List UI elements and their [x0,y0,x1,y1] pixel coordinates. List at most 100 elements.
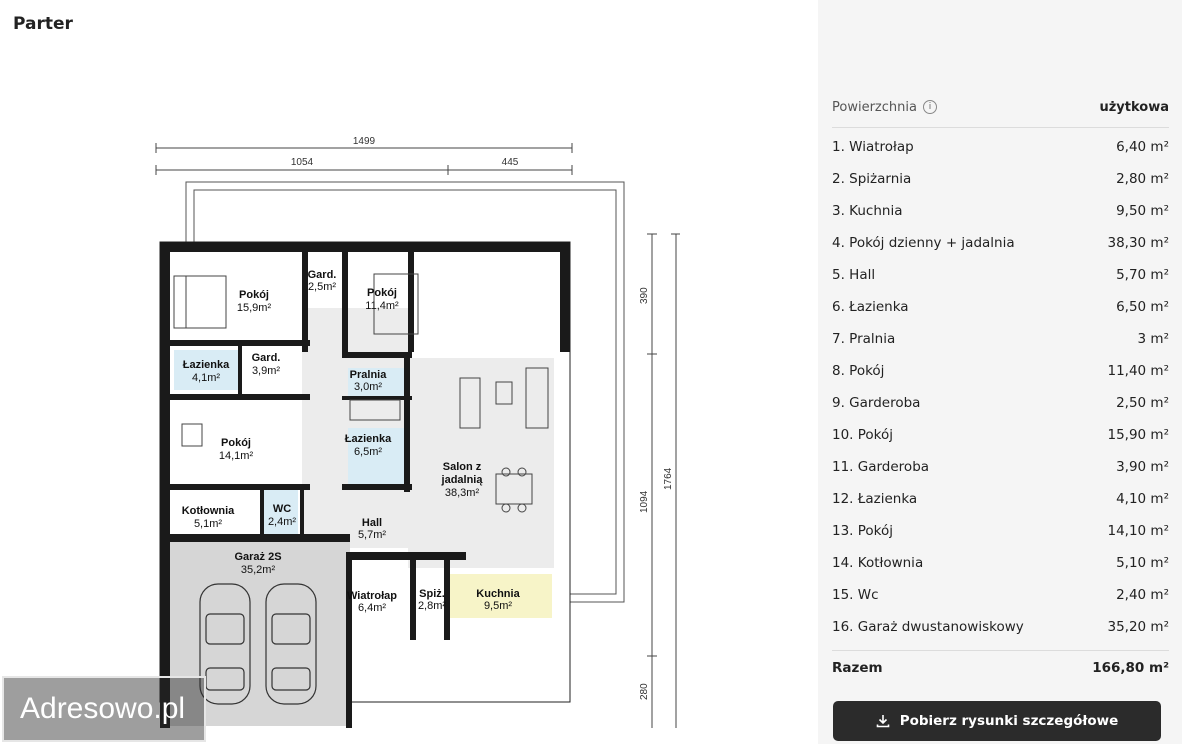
room-value: 4,10 m² [1116,491,1169,507]
dimension-lines [155,143,680,728]
header-column: użytkowa [1099,99,1169,115]
room-value: 14,10 m² [1107,523,1169,539]
room-area: 6,5m² [354,446,382,458]
room-name: 13. Pokój [832,523,894,539]
room-name: 7. Pralnia [832,331,896,347]
header-label: Powierzchnia [832,99,917,115]
room-area: 35,2m² [241,564,276,576]
room-value: 15,90 m² [1107,427,1169,443]
download-icon [876,715,889,728]
room-name: 6. Łazienka [832,299,909,315]
walls [160,242,570,728]
room-value: 9,50 m² [1116,203,1169,219]
list-item: 6. Łazienka 6,50 m² [832,291,1169,323]
room-area: 3,0m² [354,381,382,393]
list-item: 15. Wc 2,40 m² [832,579,1169,611]
room-area: 9,5m² [484,600,512,612]
room-name: 5. Hall [832,267,876,283]
room-name: 8. Pokój [832,363,885,379]
dim-total: 1499 [353,136,376,147]
room-name: 2. Spiżarnia [832,171,912,187]
list-item: 16. Garaż dwustanowiskowy 35,20 m² [832,611,1169,643]
list-item: 14. Kotłownia 5,10 m² [832,547,1169,579]
room-label: Pokój [221,437,251,449]
room-area: 14,1m² [219,450,254,462]
room-name: 14. Kotłownia [832,555,924,571]
room-value: 2,40 m² [1116,587,1169,603]
room-value: 2,50 m² [1116,395,1169,411]
room-label: Gard. [308,269,337,281]
room-value: 6,50 m² [1116,299,1169,315]
room-area: 5,7m² [358,529,386,541]
room-label: Gard. [252,352,281,364]
room-value: 38,30 m² [1107,235,1169,251]
total-row: Razem 166,80 m² [832,656,1169,680]
download-label: Pobierz rysunki szczegółowe [899,713,1119,729]
room-name: 15. Wc [832,587,879,603]
list-item: 12. Łazienka 4,10 m² [832,483,1169,515]
room-area: 2,4m² [268,516,296,528]
room-label: Wiatrołap [347,590,397,602]
list-item: 9. Garderoba 2,50 m² [832,387,1169,419]
room-label: Salon z [443,461,482,473]
area-summary-panel: Powierzchnia i użytkowa 1. Wiatrołap 6,40… [818,0,1182,744]
room-label: Kotłownia [182,505,235,517]
room-area: 3,9m² [252,365,280,377]
watermark-logo: Adresowo.pl [2,676,206,742]
room-label: Łazienka [345,433,392,445]
room-value: 35,20 m² [1107,619,1169,635]
room-value: 3,90 m² [1116,459,1169,475]
room-label: Hall [362,517,382,529]
room-label: Pokój [367,287,397,299]
total-value: 166,80 m² [1092,660,1169,676]
list-item: 10. Pokój 15,90 m² [832,419,1169,451]
room-name: 3. Kuchnia [832,203,903,219]
room-area: 2,5m² [308,281,336,293]
car-left [199,583,251,705]
room-label: Garaż 2S [234,551,281,563]
header-label-wrap: Powierzchnia i [832,100,937,115]
list-item: 5. Hall 5,70 m² [832,259,1169,291]
room-name: 9. Garderoba [832,395,921,411]
floor-plan: 1499 1054 445 390 1094 1764 280 [155,136,680,728]
page-title: Parter [13,14,73,34]
room-label: Kuchnia [476,588,520,600]
room-value: 5,10 m² [1116,555,1169,571]
room-value: 6,40 m² [1116,139,1169,155]
room-area: 11,4m² [365,300,399,312]
furniture [173,273,549,513]
info-icon[interactable]: i [922,100,937,114]
room-value: 3 m² [1137,331,1169,347]
room-name: 10. Pokój [832,427,894,443]
dim-v-bottom: 280 [639,683,650,700]
plan-panel: Parter 1499 1054 445 390 1094 1764 280 [2,14,680,742]
divider [832,650,1169,651]
list-item: 7. Pralnia 3 m² [832,323,1169,355]
list-item: 13. Pokój 14,10 m² [832,515,1169,547]
dim-v-mid: 1094 [639,490,650,513]
room-value: 2,80 m² [1116,171,1169,187]
room-area: 5,1m² [194,518,222,530]
dim-right: 445 [502,157,519,168]
dim-v-top: 390 [639,287,650,304]
room-label: Łazienka [183,359,230,371]
room-value: 5,70 m² [1116,267,1169,283]
divider [832,127,1169,128]
car-right [265,583,317,705]
summary-header: Powierzchnia i użytkowa [832,96,1169,118]
room-label: Spiż. [419,588,445,600]
list-item: 1. Wiatrołap 6,40 m² [832,131,1169,163]
room-name: 4. Pokój dzienny + jadalnia [832,235,1015,251]
room-name: 12. Łazienka [832,491,918,507]
room-label: Pralnia [350,369,388,381]
room-name: 16. Garaż dwustanowiskowy [832,619,1024,635]
room-label: jadalnią [441,474,484,486]
room-area: 38,3m² [445,487,480,499]
download-drawings-button[interactable]: Pobierz rysunki szczegółowe [833,701,1161,741]
room-name: 1. Wiatrołap [832,139,914,155]
total-label: Razem [832,660,883,676]
dim-v-total: 1764 [663,467,674,490]
